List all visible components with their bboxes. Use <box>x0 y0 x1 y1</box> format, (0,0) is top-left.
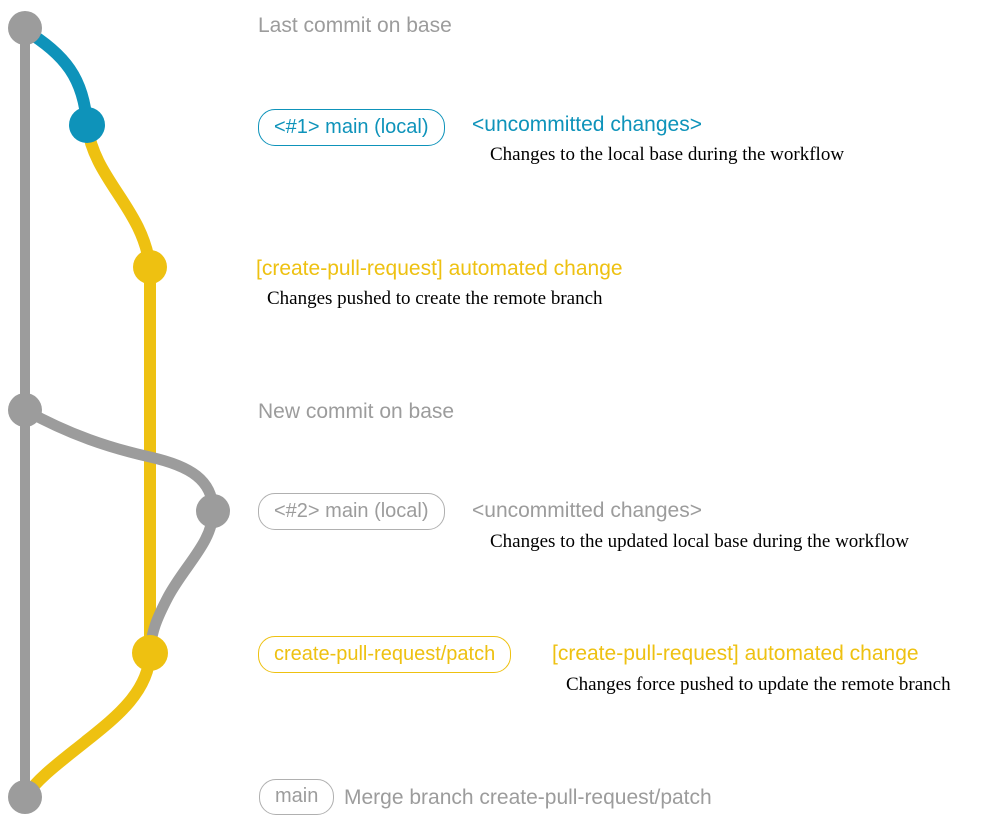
branch-badge-patch: create-pull-request/patch <box>258 636 512 673</box>
heading-automated-change-2: [create-pull-request] automated change <box>552 642 919 665</box>
branch-badge-main: main <box>259 779 335 815</box>
commit-dot-automated-1 <box>133 250 167 284</box>
heading-automated-change-1: [create-pull-request] automated change <box>256 257 623 280</box>
heading-uncommitted-changes-1: <uncommitted changes> <box>472 113 702 136</box>
patch-branch-line <box>81 119 156 659</box>
branch-badge-main-local-2: <#2> main (local) <box>258 493 445 530</box>
commit-dot-automated-2 <box>132 635 168 671</box>
caption-changes-force-pushed: Changes force pushed to update the remot… <box>566 674 951 695</box>
label-last-commit-on-base: Last commit on base <box>258 14 452 37</box>
commit-dot-local-main-2 <box>196 494 230 528</box>
commit-dot-merge <box>8 780 42 814</box>
branch-badge-main-local-1: <#1> main (local) <box>258 109 445 146</box>
merge-branch-line <box>19 647 156 803</box>
label-new-commit-on-base: New commit on base <box>258 400 455 423</box>
label-merge-branch: Merge branch create-pull-request/patch <box>344 786 712 809</box>
commit-dot-new-base <box>8 393 42 427</box>
heading-uncommitted-changes-2: <uncommitted changes> <box>472 499 702 522</box>
caption-local-base-changes: Changes to the local base during the wor… <box>490 144 845 165</box>
caption-updated-local-base-changes: Changes to the updated local base during… <box>490 531 909 552</box>
commit-dot-local-main-1 <box>69 107 105 143</box>
caption-changes-pushed: Changes pushed to create the remote bran… <box>267 288 603 309</box>
updated-local-main-branch-line <box>19 404 219 659</box>
commit-dot-last-base <box>8 11 42 45</box>
